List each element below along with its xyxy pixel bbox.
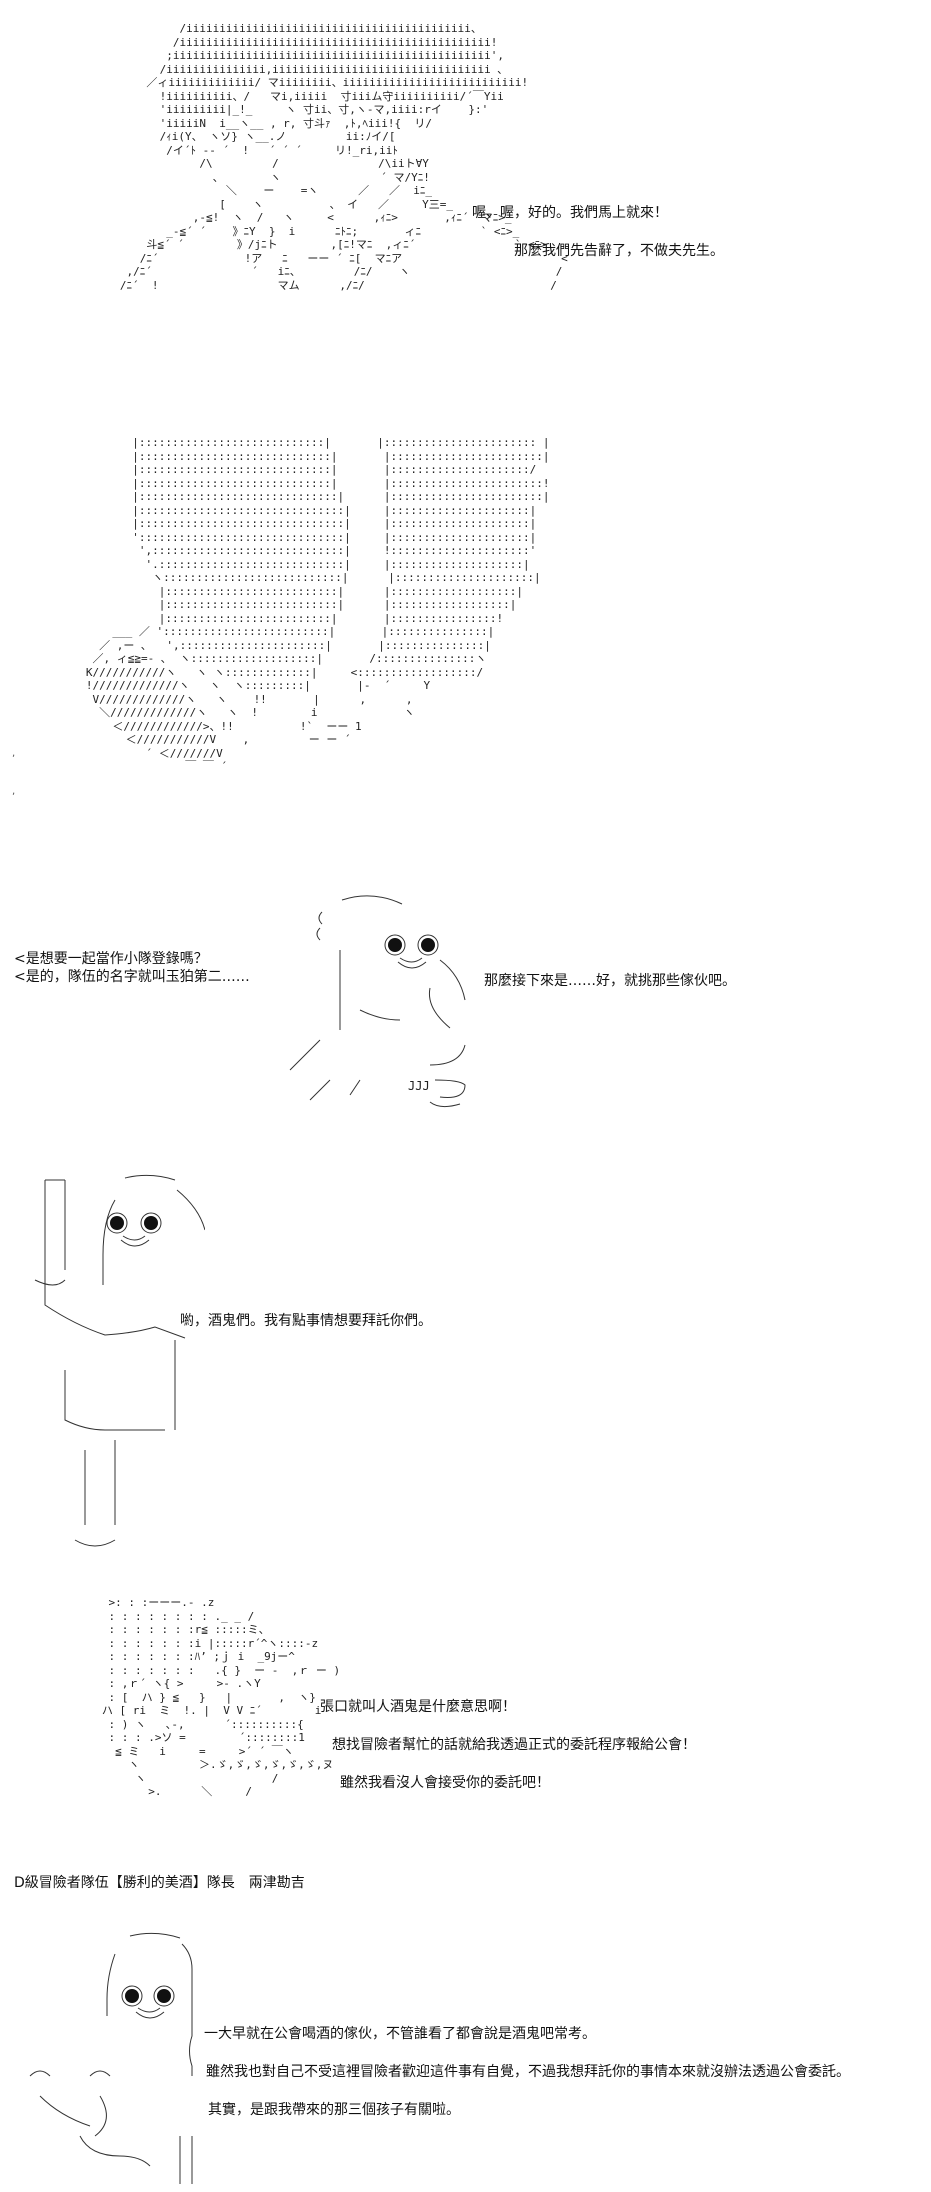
dialogue-line: 一大早就在公會喝酒的傢伙，不管誰看了都會說是酒鬼吧常考。 [204, 2026, 596, 2042]
character-drawing-pointing: JJJ [289, 895, 466, 1108]
margin-mark: , [12, 786, 16, 797]
side-dialogue-line: <是的，隊伍的名字就叫玉狛第二…… [14, 969, 250, 985]
side-dialogue-line: <是想要一起當作小隊登錄嗎？ [14, 951, 208, 967]
dialogue-line: 想找冒險者幫忙的話就給我透過正式的委託程序報給公會！ [332, 1737, 696, 1753]
character-caption: D級冒險者隊伍【勝利的美酒】隊長 兩津勘吉 [14, 1875, 305, 1891]
margin-mark: , [12, 748, 16, 759]
character-drawing-waving [34, 1174, 205, 1547]
dialogue-line: 喲，酒鬼們。我有點事情想要拜託你們。 [180, 1313, 432, 1329]
dialogue-line: 張口就叫人酒鬼是什麼意思啊！ [320, 1699, 516, 1715]
svg-text:JJJ: JJJ [408, 1079, 430, 1093]
dialogue-line: 雖然我看沒人會接受你的委託吧！ [340, 1775, 550, 1791]
dialogue-line: 雖然我也對自己不受這裡冒險者歡迎這件事有自覺，不過我想拜託你的事情本來就沒辦法透… [206, 2064, 850, 2080]
ascii-art-drinker: >: : :ーーー.- .z : : : : : : : : ._ _ / : … [101, 1596, 341, 1798]
panel-5: >: : :ーーー.- .z : : : : : : : : ._ _ / : … [0, 1580, 931, 1900]
dialogue-line: 那麼我們先告辭了，不做夫先生。 [514, 243, 724, 259]
panel-2: |::::::::::::::::::::::::::::| |::::::::… [0, 420, 931, 860]
panel-4: 喲，酒鬼們。我有點事情想要拜託你們。 [0, 1160, 931, 1560]
dialogue-line: 其實，是跟我帶來的那三個孩子有關啦。 [208, 2102, 460, 2118]
panel-6: 一大早就在公會喝酒的傢伙，不管誰看了都會說是酒鬼吧常考。 雖然我也對自己不受這裡… [0, 1920, 931, 2192]
dialogue-line: 那麼接下來是……好，就挑那些傢伙吧。 [484, 973, 736, 989]
ascii-art-legs: |::::::::::::::::::::::::::::| |::::::::… [85, 436, 550, 773]
panel-1: /iiiiiiiiiiiiiiiiiiiiiiiiiiiiiiiiiiiiiii… [0, 0, 931, 400]
character-drawing-standing [29, 1932, 193, 2184]
panel-3: <是想要一起當作小隊登錄嗎？ <是的，隊伍的名字就叫玉狛第二…… JJJ 那麼接… [0, 880, 931, 1140]
dialogue-line: 喔、喔，好的。我們馬上就來！ [472, 205, 668, 221]
ascii-art-party-group: /iiiiiiiiiiiiiiiiiiiiiiiiiiiiiiiiiiiiiii… [119, 22, 568, 292]
